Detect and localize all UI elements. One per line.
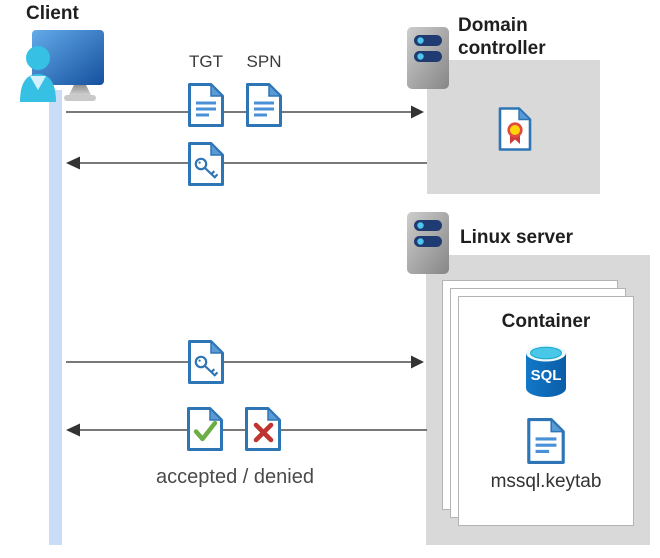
check-document-icon — [187, 406, 224, 451]
spn-document-icon — [246, 82, 283, 127]
arrowhead-left-dc — [66, 156, 80, 170]
sql-database-icon: SQL — [526, 344, 566, 397]
arrow-lines — [66, 111, 427, 431]
linux-server-icon — [407, 212, 449, 274]
tgt-document-icon — [188, 82, 225, 127]
certificate-icon — [498, 106, 532, 151]
sql-badge-text: SQL — [531, 367, 562, 384]
arrowhead-right-linux — [411, 355, 424, 369]
accepted-denied-label: accepted / denied — [156, 466, 314, 488]
arrowhead-left-linux — [66, 423, 80, 437]
client-timeline — [49, 90, 62, 545]
ribbon-seal — [507, 122, 523, 138]
spn-label: SPN — [246, 52, 282, 71]
client-label: Client — [26, 3, 79, 24]
client-workstation-icon — [20, 30, 104, 102]
person-head — [26, 46, 50, 70]
tgt-label: TGT — [189, 52, 223, 71]
key-document-icon — [188, 141, 225, 186]
arrowhead-right-dc — [411, 105, 424, 119]
container-card: Container SQL mssql.keytab — [458, 296, 634, 526]
arrow-heads — [66, 105, 424, 437]
container-title: Container — [501, 311, 591, 332]
keytab-document-icon — [527, 417, 566, 464]
cross-glyph — [253, 422, 274, 443]
linux-server-label: Linux server — [460, 227, 573, 248]
cross-document-icon — [245, 406, 282, 451]
key-document-icon-2 — [188, 339, 225, 384]
check-glyph — [193, 420, 218, 442]
domain-controller-label: Domain controller — [458, 15, 546, 60]
keytab-label: mssql.keytab — [490, 471, 602, 492]
domain-controller-server-icon — [407, 27, 449, 89]
